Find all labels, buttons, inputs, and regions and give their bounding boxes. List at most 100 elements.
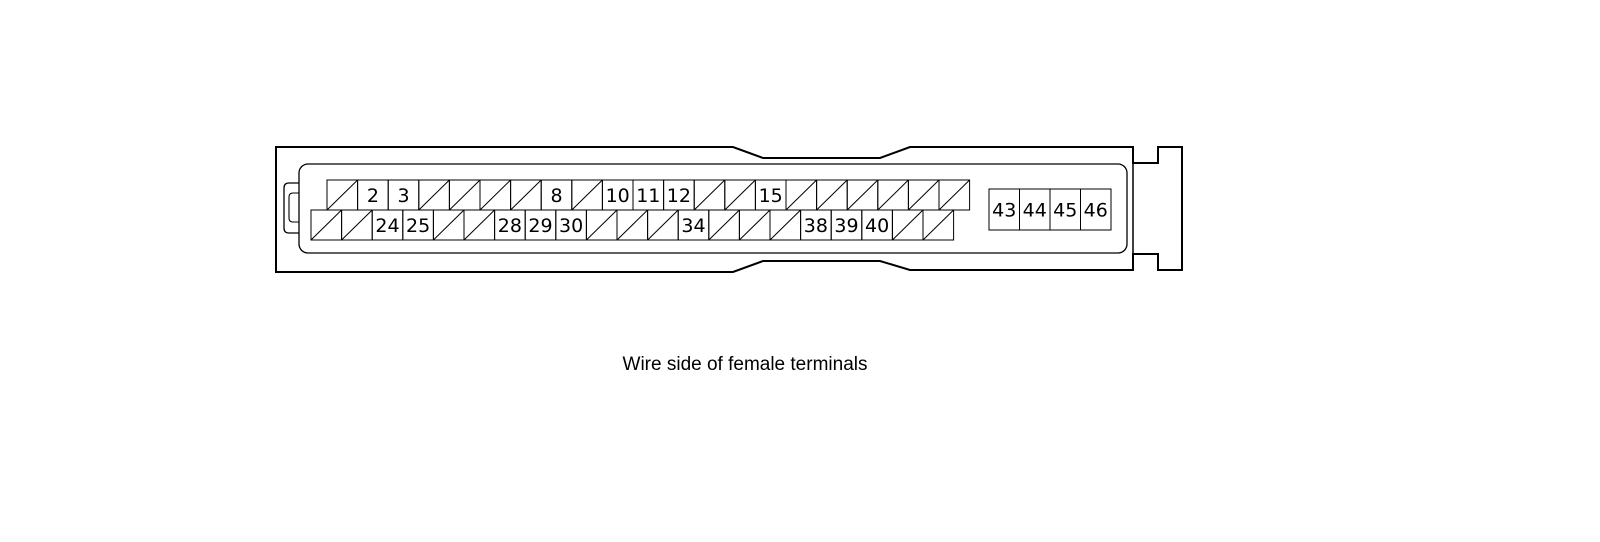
terminal-24: 24 [371, 209, 404, 241]
terminal-3: 3 [387, 179, 420, 211]
connector-housing [275, 146, 1183, 273]
terminal-number: 45 [1053, 200, 1077, 222]
terminal-unused [922, 209, 955, 241]
unused-terminal-slash [708, 209, 740, 241]
terminal-number: 8 [550, 185, 562, 207]
terminal-unused [571, 179, 603, 211]
unused-terminal-slash [877, 179, 909, 211]
diagram-caption: Wire side of female terminals [622, 354, 868, 375]
terminal-30: 30 [555, 209, 587, 241]
terminal-34: 34 [677, 209, 710, 241]
terminal-unused [846, 179, 879, 211]
terminal-number: 30 [559, 215, 583, 237]
terminal-unused [693, 179, 726, 211]
unused-terminal-slash [479, 179, 511, 211]
terminal-29: 29 [524, 209, 557, 241]
terminal-cell [938, 179, 971, 211]
terminal-number: 3 [397, 185, 409, 207]
terminal-number: 11 [636, 185, 660, 207]
terminal-number: 34 [681, 215, 705, 237]
terminal-unused [479, 179, 512, 211]
terminal-unused [907, 179, 940, 211]
terminal-10: 10 [601, 179, 634, 211]
terminal-11: 11 [632, 179, 665, 211]
unused-terminal-slash [341, 209, 373, 241]
terminal-unused [816, 179, 848, 211]
terminal-15: 15 [754, 179, 787, 211]
connector-latch [283, 182, 299, 234]
terminal-unused [432, 209, 465, 241]
unused-terminal-slash [586, 209, 618, 241]
unused-terminal-slash [616, 209, 648, 241]
terminal-number: 28 [498, 215, 522, 237]
terminal-unused [616, 209, 649, 241]
terminal-number: 40 [865, 215, 889, 237]
terminal-number: 44 [1023, 200, 1047, 222]
terminal-unused [463, 209, 496, 241]
unused-terminal-slash [310, 209, 342, 241]
terminal-unused [585, 209, 618, 241]
terminal-cavity-frame [298, 163, 1128, 254]
terminal-44: 44 [1019, 188, 1051, 231]
terminal-45: 45 [1049, 188, 1081, 231]
terminal-cell [1080, 188, 1112, 231]
terminal-number: 12 [667, 185, 691, 207]
terminal-28: 28 [494, 209, 526, 241]
terminal-unused [891, 209, 924, 241]
terminal-number: 15 [759, 185, 783, 207]
unused-terminal-slash [449, 179, 481, 211]
terminal-number: 2 [367, 185, 379, 207]
terminal-number: 46 [1084, 200, 1108, 222]
terminal-number: 43 [992, 200, 1016, 222]
unused-terminal-slash [785, 179, 817, 211]
terminal-unused [708, 209, 740, 241]
terminal-unused [647, 209, 679, 241]
unused-terminal-slash [463, 209, 495, 241]
unused-terminal-slash [647, 209, 679, 241]
terminal-number: 25 [406, 215, 430, 237]
terminal-unused [769, 209, 802, 241]
terminal-unused [938, 179, 971, 211]
unused-terminal-slash [433, 209, 465, 241]
unused-terminal-slash [816, 179, 848, 211]
terminal-number: 38 [804, 215, 828, 237]
unused-terminal-slash [922, 209, 954, 241]
terminal-unused [738, 209, 771, 241]
unused-terminal-slash [846, 179, 879, 211]
unused-terminal-slash [693, 179, 726, 211]
terminal-number: 10 [606, 185, 630, 207]
terminal-38: 38 [800, 209, 832, 241]
terminal-unused [418, 179, 450, 211]
terminal-39: 39 [830, 209, 863, 241]
terminal-unused [510, 179, 542, 211]
terminal-unused [326, 179, 359, 211]
terminal-2: 2 [357, 179, 389, 211]
unused-terminal-slash [418, 179, 450, 211]
terminal-unused [341, 209, 373, 241]
terminal-number: 29 [528, 215, 552, 237]
terminal-12: 12 [663, 179, 695, 211]
terminal-cell [922, 209, 955, 241]
unused-terminal-slash [724, 179, 756, 211]
terminal-25: 25 [402, 209, 434, 241]
terminal-unused [724, 179, 756, 211]
terminal-46: 46 [1080, 188, 1112, 231]
terminal-8: 8 [540, 179, 573, 211]
terminal-number: 24 [375, 215, 399, 237]
unused-terminal-slash [769, 209, 801, 241]
terminal-unused [877, 179, 909, 211]
terminal-unused [785, 179, 818, 211]
connector-latch-inner [288, 192, 299, 223]
unused-terminal-slash [739, 209, 771, 241]
terminal-43: 43 [988, 188, 1020, 231]
unused-terminal-slash [908, 179, 940, 211]
unused-terminal-slash [326, 179, 358, 211]
terminal-unused [310, 209, 343, 241]
terminal-unused [448, 179, 481, 211]
unused-terminal-slash [571, 179, 603, 211]
terminal-number: 39 [834, 215, 858, 237]
terminal-40: 40 [861, 209, 893, 241]
